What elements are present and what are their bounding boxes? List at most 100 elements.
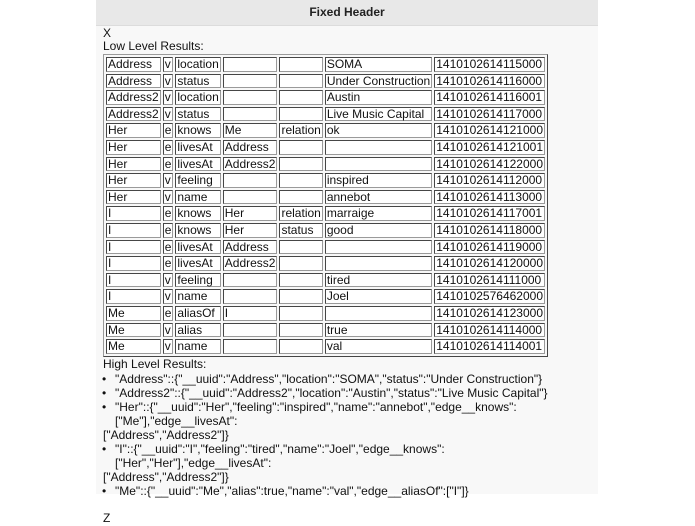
target-cell [222, 73, 278, 89]
timestamp-cell: 1410102614112000 [434, 173, 545, 188]
list-item: •"I"::{"__uuid":"I","feeling":"tired","n… [96, 442, 598, 484]
top-marker: X [103, 26, 112, 40]
result-json-text: "Her"::{"__uuid":"Her","feeling":"inspir… [115, 399, 517, 428]
key-cell: livesAt [175, 256, 221, 271]
key-cell: livesAt [175, 156, 221, 172]
property-cell: status [279, 222, 323, 238]
property-cell [279, 189, 323, 205]
node-cell: Her [106, 189, 161, 205]
key-cell: feeling [175, 272, 221, 288]
type-cell: e [162, 123, 174, 138]
property-cell [279, 239, 323, 255]
target-cell [222, 339, 278, 354]
target-cell: Her [222, 222, 278, 238]
result-json-continuation: ["Address","Address2"]} [103, 469, 229, 484]
timestamp-cell: 1410102614117001 [434, 206, 545, 221]
node-cell: Me [106, 339, 161, 354]
timestamp-cell: 1410102614122000 [434, 156, 545, 172]
property-cell [279, 289, 323, 304]
value-cell [324, 239, 433, 255]
type-cell: e [162, 239, 174, 255]
target-cell [222, 90, 278, 105]
property-cell [279, 106, 323, 122]
result-json-text: "Address2"::{"__uuid":"Address2","locati… [115, 385, 548, 400]
type-cell: e [162, 305, 174, 321]
type-cell: v [162, 173, 174, 188]
list-item: •"Me"::{"__uuid":"Me","alias":true,"name… [96, 484, 598, 498]
target-cell: Address2 [222, 256, 278, 271]
value-cell: good [324, 222, 433, 238]
timestamp-cell: 1410102614116001 [434, 90, 545, 105]
key-cell: feeling [175, 173, 221, 188]
bullet-icon: • [102, 371, 107, 386]
high-level-results-list: •"Address"::{"__uuid":"Address","locatio… [102, 371, 598, 498]
key-cell: livesAt [175, 239, 221, 255]
timestamp-cell: 1410102614115000 [434, 57, 545, 72]
property-cell [279, 73, 323, 89]
node-cell: I [106, 256, 161, 271]
key-cell: location [175, 57, 221, 72]
node-cell: I [106, 289, 161, 304]
bullet-icon: • [102, 385, 107, 400]
target-cell [222, 272, 278, 288]
timestamp-cell: 1410102614118000 [434, 222, 545, 238]
key-cell: knows [175, 206, 221, 221]
value-cell: marraige [324, 206, 433, 221]
property-cell [279, 90, 323, 105]
key-cell: location [175, 90, 221, 105]
target-cell: I [222, 305, 278, 321]
bullet-icon: • [102, 483, 107, 498]
type-cell: v [162, 289, 174, 304]
key-cell: name [175, 339, 221, 354]
timestamp-cell: 1410102614121000 [434, 123, 545, 138]
node-cell: Her [106, 173, 161, 188]
value-cell: Joel [324, 289, 433, 304]
key-cell: knows [175, 123, 221, 138]
app-panel: Fixed Header X Low Level Results: Addres… [96, 0, 598, 524]
node-cell: Me [106, 305, 161, 321]
timestamp-cell: 1410102614120000 [434, 256, 545, 271]
type-cell: e [162, 222, 174, 238]
timestamp-cell: 1410102614123000 [434, 305, 545, 321]
value-cell: SOMA [324, 57, 433, 72]
node-cell: Address [106, 57, 161, 72]
timestamp-cell: 1410102614114001 [434, 339, 545, 354]
value-cell: Under Construction [324, 73, 433, 89]
property-cell: relation [279, 123, 323, 138]
value-cell: ok [324, 123, 433, 138]
value-cell [324, 139, 433, 155]
target-cell: Her [222, 206, 278, 221]
type-cell: v [162, 57, 174, 72]
value-cell: Live Music Capital [324, 106, 433, 122]
value-cell [324, 256, 433, 271]
low-level-results-label: Low Level Results: [103, 39, 204, 53]
value-cell: inspired [324, 173, 433, 188]
value-cell: Austin [324, 90, 433, 105]
target-cell: Address2 [222, 156, 278, 172]
high-level-results-label: High Level Results: [103, 356, 207, 371]
property-cell [279, 272, 323, 288]
list-item: • "Address2"::{"__uuid":"Address2","locat… [96, 386, 598, 400]
target-cell [222, 173, 278, 188]
type-cell: v [162, 322, 174, 338]
node-cell: Address2 [106, 90, 161, 105]
target-cell [222, 106, 278, 122]
timestamp-cell: 1410102614121001 [434, 139, 545, 155]
type-cell: v [162, 189, 174, 205]
type-cell: e [162, 139, 174, 155]
property-cell [279, 156, 323, 172]
node-cell: Address [106, 73, 161, 89]
